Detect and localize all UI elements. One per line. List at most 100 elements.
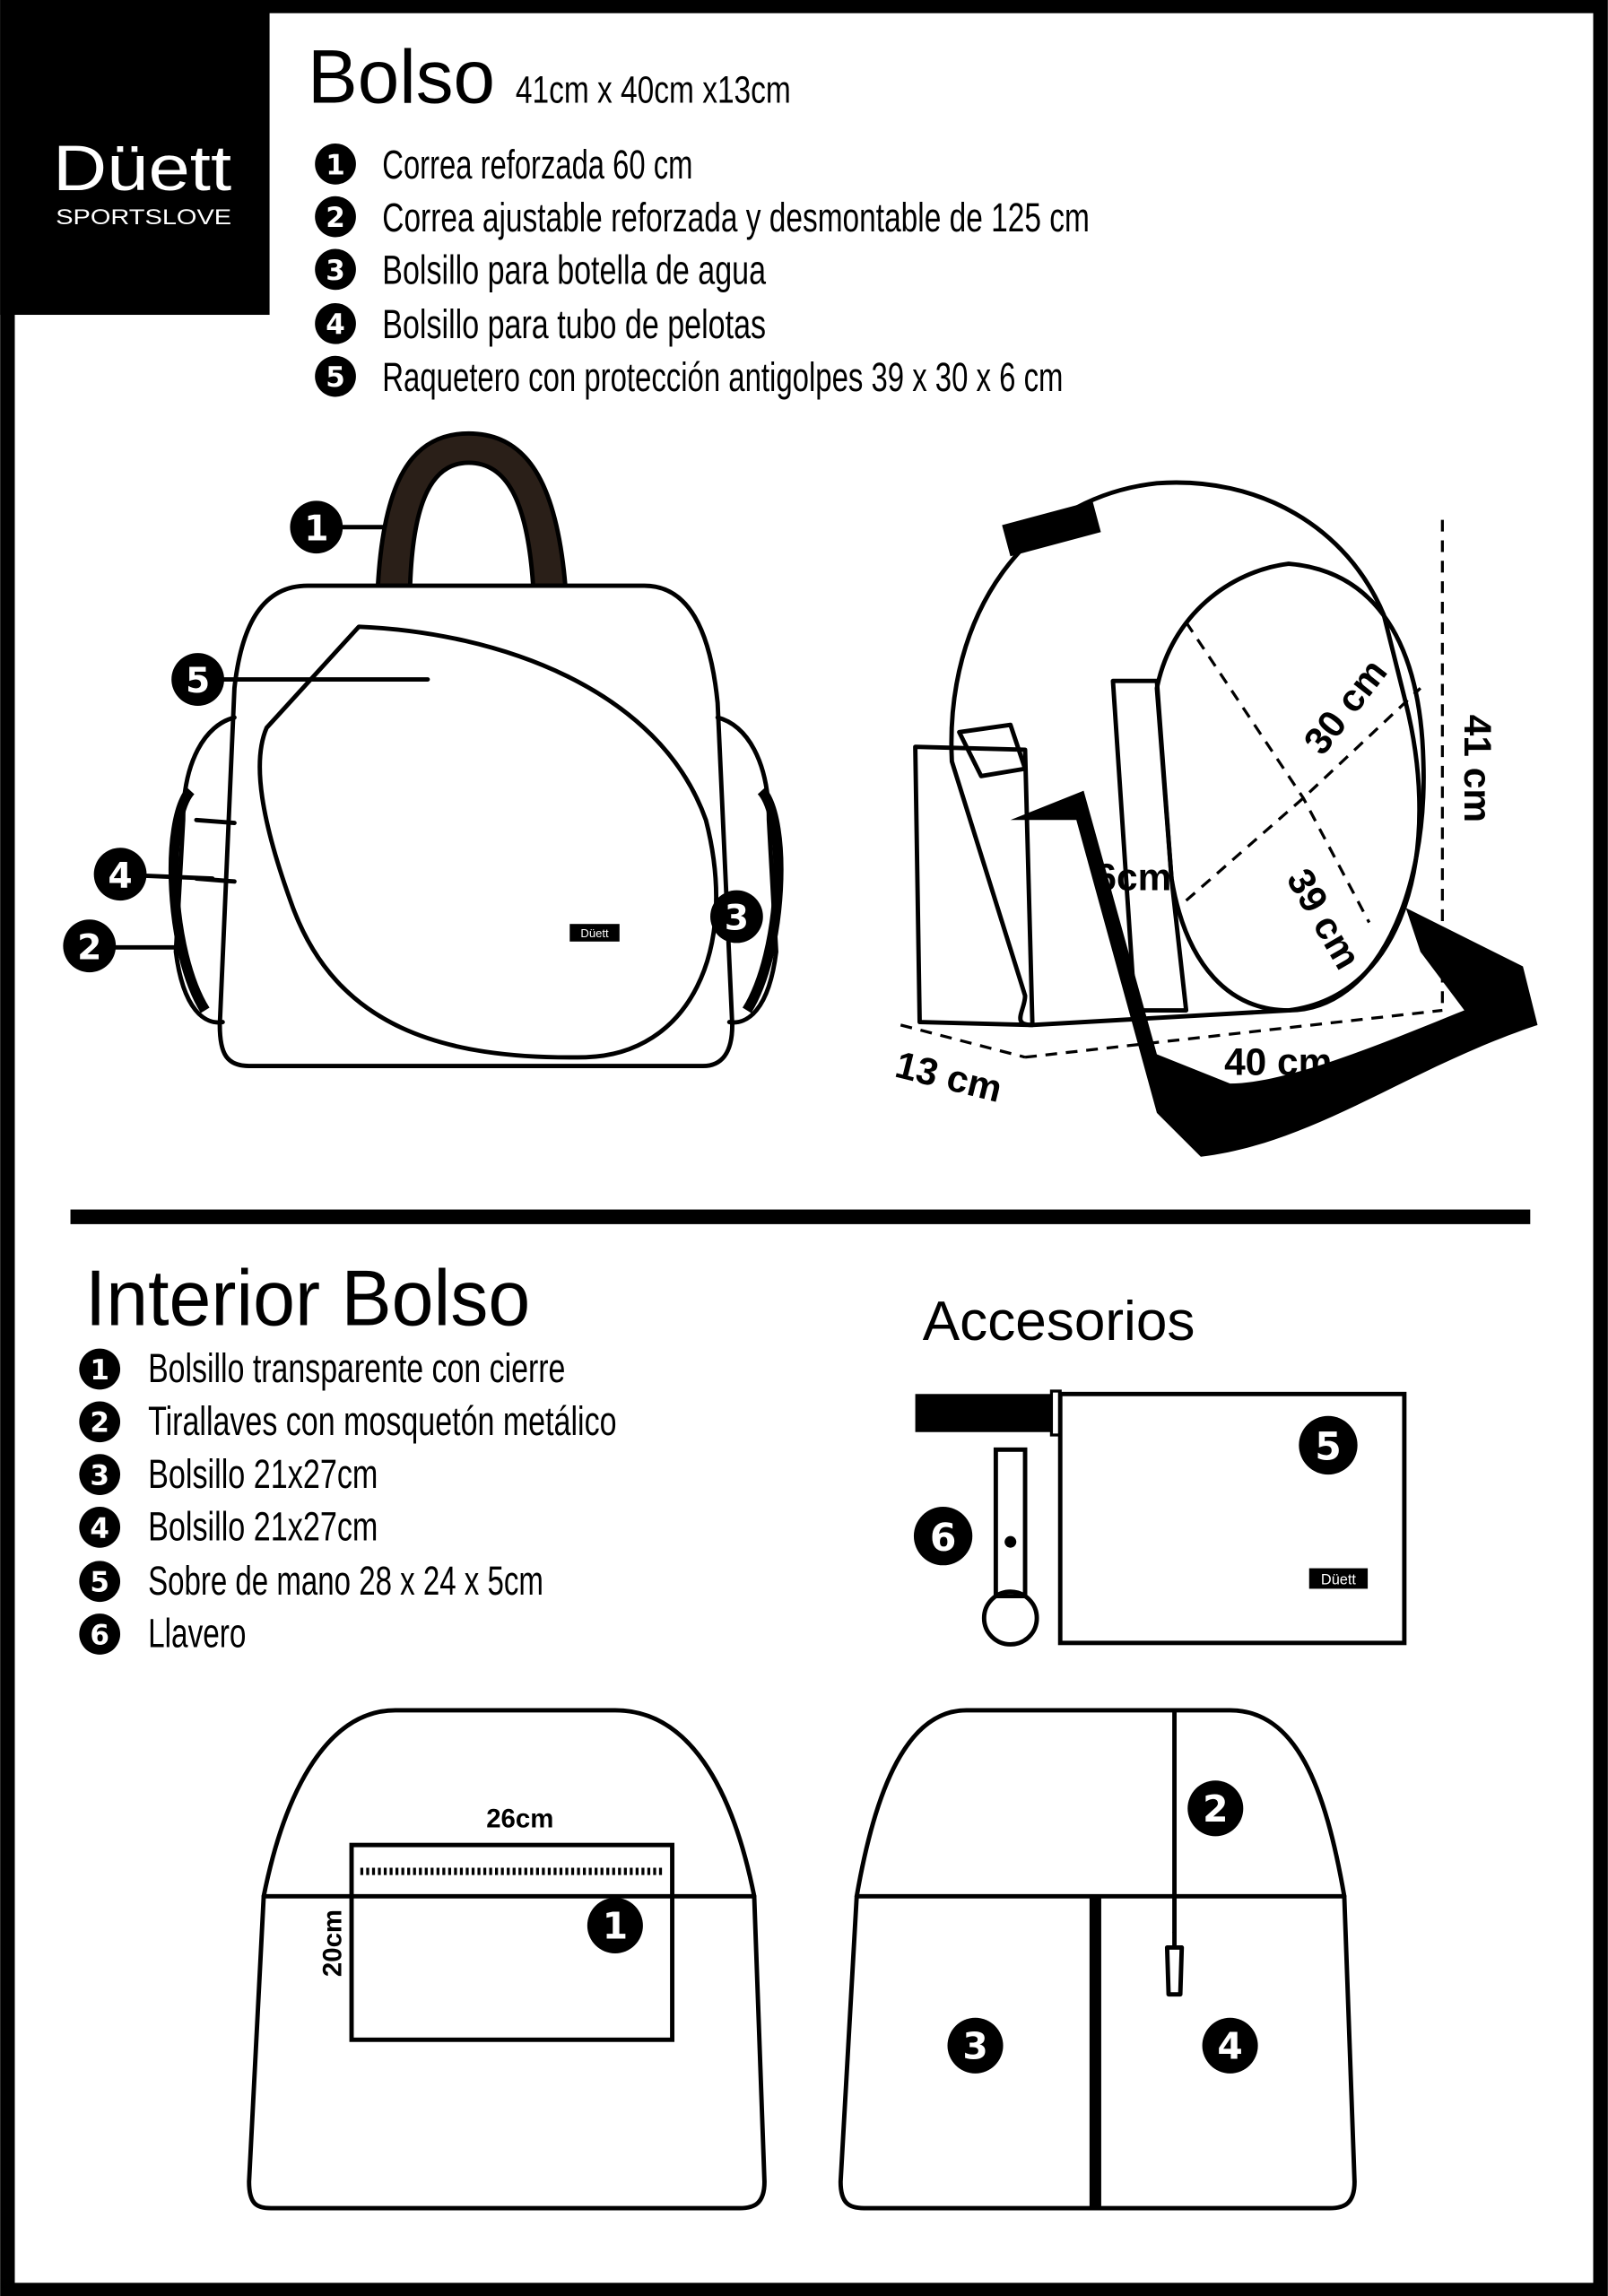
feature-text: Sobre de mano 28 x 24 x 5cm — [148, 1558, 543, 1604]
accesorios-title: Accesorios — [923, 1291, 1195, 1352]
marker-number: 1 — [326, 149, 345, 181]
list-item: 3 Bolsillo 21x27cm — [79, 1451, 378, 1497]
bag-front-illustration: Düett 1 5 4 2 3 — [63, 430, 784, 1069]
svg-text:1: 1 — [304, 509, 328, 549]
list-item: 1 Bolsillo transparente con cierre — [79, 1345, 565, 1391]
measure-width: 40 cm — [1224, 1040, 1332, 1083]
list-item: 4 Bolsillo 21x27cm — [79, 1504, 378, 1550]
svg-text:4: 4 — [108, 856, 132, 896]
svg-text:6: 6 — [930, 1517, 957, 1561]
svg-text:3: 3 — [725, 899, 749, 939]
marker-3: 3 — [710, 890, 763, 944]
number-marker-icon — [79, 1613, 121, 1655]
svg-text:2: 2 — [90, 1407, 109, 1439]
svg-text:1: 1 — [603, 1905, 628, 1948]
brand-name: Düett — [53, 133, 231, 204]
measure-height: 41 cm — [1456, 715, 1499, 822]
marker-number: 2 — [326, 202, 345, 234]
hand-pouch — [1057, 1391, 1407, 1646]
marker-2: 2 — [1187, 1780, 1244, 1837]
brand-tag — [569, 924, 620, 942]
svg-text:2: 2 — [77, 927, 101, 968]
brand-logo: Düett SPORTSLOVE — [0, 0, 270, 316]
number-marker-icon — [315, 248, 356, 291]
svg-text:3: 3 — [90, 1460, 109, 1492]
list-item: 1 Correa reforzada 60 cm — [315, 142, 692, 187]
transparent-pocket — [349, 1842, 675, 2042]
svg-text:2: 2 — [1203, 1787, 1228, 1831]
measure-height: 20cm — [318, 1909, 348, 1977]
feature-text: Bolsillo transparente con cierre — [148, 1345, 565, 1391]
bolso-title: Bolso — [308, 33, 495, 118]
marker-5: 5 — [1299, 1415, 1358, 1475]
number-marker-icon — [315, 196, 356, 238]
list-item: 2 Tirallaves con mosquetón metálico — [79, 1398, 617, 1444]
list-item: 5 Raquetero con protección antigolpes 39 … — [315, 354, 1063, 400]
svg-text:3: 3 — [962, 2025, 987, 2068]
measure-racket-depth: 6cm — [1095, 857, 1171, 899]
marker-5: 5 — [171, 653, 224, 706]
svg-text:4: 4 — [1217, 2025, 1242, 2068]
marker-number: 3 — [326, 255, 345, 287]
number-marker-icon — [79, 1348, 121, 1390]
list-item: 6 Llavero — [79, 1611, 246, 1657]
list-item: 4 Bolsillo para tubo de pelotas — [315, 301, 766, 347]
number-marker-icon — [315, 302, 356, 344]
bag-side-illustration: 30 cm 39 cm 41 cm 6cm 13 cm 40 cm — [891, 480, 1538, 1157]
marker-4: 4 — [93, 848, 147, 901]
number-marker-icon — [79, 1507, 121, 1548]
carabiner-icon — [1164, 1930, 1185, 1997]
list-item: 3 Bolsillo para botella de agua — [315, 248, 766, 293]
feature-text: Bolsillo 21x27cm — [148, 1504, 378, 1550]
brand-tag-label: Düett — [580, 926, 609, 940]
brand-tag-label: Düett — [1321, 1572, 1356, 1588]
handle-strap — [375, 430, 569, 588]
measure-width: 26cm — [486, 1805, 553, 1834]
feature-text: Raquetero con protección antigolpes 39 x… — [382, 354, 1063, 400]
feature-text: Bolsillo para tubo de pelotas — [382, 301, 766, 347]
number-marker-icon — [79, 1401, 121, 1443]
marker-1: 1 — [587, 1897, 643, 1953]
feature-text: Llavero — [148, 1611, 246, 1657]
feature-text: Bolsillo para botella de agua — [382, 248, 766, 293]
svg-text:4: 4 — [90, 1512, 109, 1544]
feature-text: Correa reforzada 60 cm — [382, 142, 692, 187]
bolso-dimensions: 41cm x 40cm x13cm — [516, 68, 791, 110]
marker-4: 4 — [1202, 2017, 1258, 2074]
list-item: 2 Correa ajustable reforzada y desmontabl… — [315, 195, 1090, 240]
measure-diag-39: 39 cm — [1279, 862, 1369, 977]
marker-number: 5 — [326, 361, 345, 394]
list-item: 5 Sobre de mano 28 x 24 x 5cm — [79, 1558, 543, 1604]
measure-depth: 13 cm — [891, 1043, 1006, 1110]
svg-text:1: 1 — [90, 1354, 109, 1387]
svg-text:5: 5 — [90, 1567, 109, 1599]
brand-tag — [1308, 1568, 1369, 1589]
keychain — [993, 1447, 1028, 1599]
svg-text:6: 6 — [90, 1619, 109, 1651]
marker-1: 1 — [290, 500, 343, 554]
svg-text:5: 5 — [186, 661, 210, 701]
marker-number: 4 — [326, 309, 345, 341]
feature-text: Bolsillo 21x27cm — [148, 1451, 378, 1497]
marker-2: 2 — [63, 919, 117, 973]
svg-text:5: 5 — [1315, 1426, 1342, 1470]
section-divider — [70, 1209, 1531, 1224]
brand-tagline: SPORTSLOVE — [56, 205, 231, 230]
interior-title: Interior Bolso — [85, 1254, 530, 1343]
number-marker-icon — [315, 144, 356, 185]
accessories-illustration: Düett 5 6 — [913, 1389, 1407, 1647]
marker-3: 3 — [947, 2017, 1004, 2074]
interior-front-illustration: 26cm 20cm 1 — [247, 1708, 767, 2211]
number-marker-icon — [315, 355, 356, 397]
feature-text: Correa ajustable reforzada y desmontable… — [382, 195, 1090, 240]
interior-back-illustration: 2 3 4 — [838, 1708, 1357, 2211]
feature-text: Tirallaves con mosquetón metálico — [148, 1398, 616, 1444]
number-marker-icon — [79, 1454, 121, 1495]
number-marker-icon — [79, 1561, 121, 1603]
measure-diag-30: 30 cm — [1296, 651, 1395, 762]
interior-feature-list: 1 Bolsillo transparente con cierre 2 Tiral… — [79, 1345, 617, 1657]
bolso-feature-list: 1 Correa reforzada 60 cm 2 Correa ajustabl… — [315, 142, 1090, 400]
